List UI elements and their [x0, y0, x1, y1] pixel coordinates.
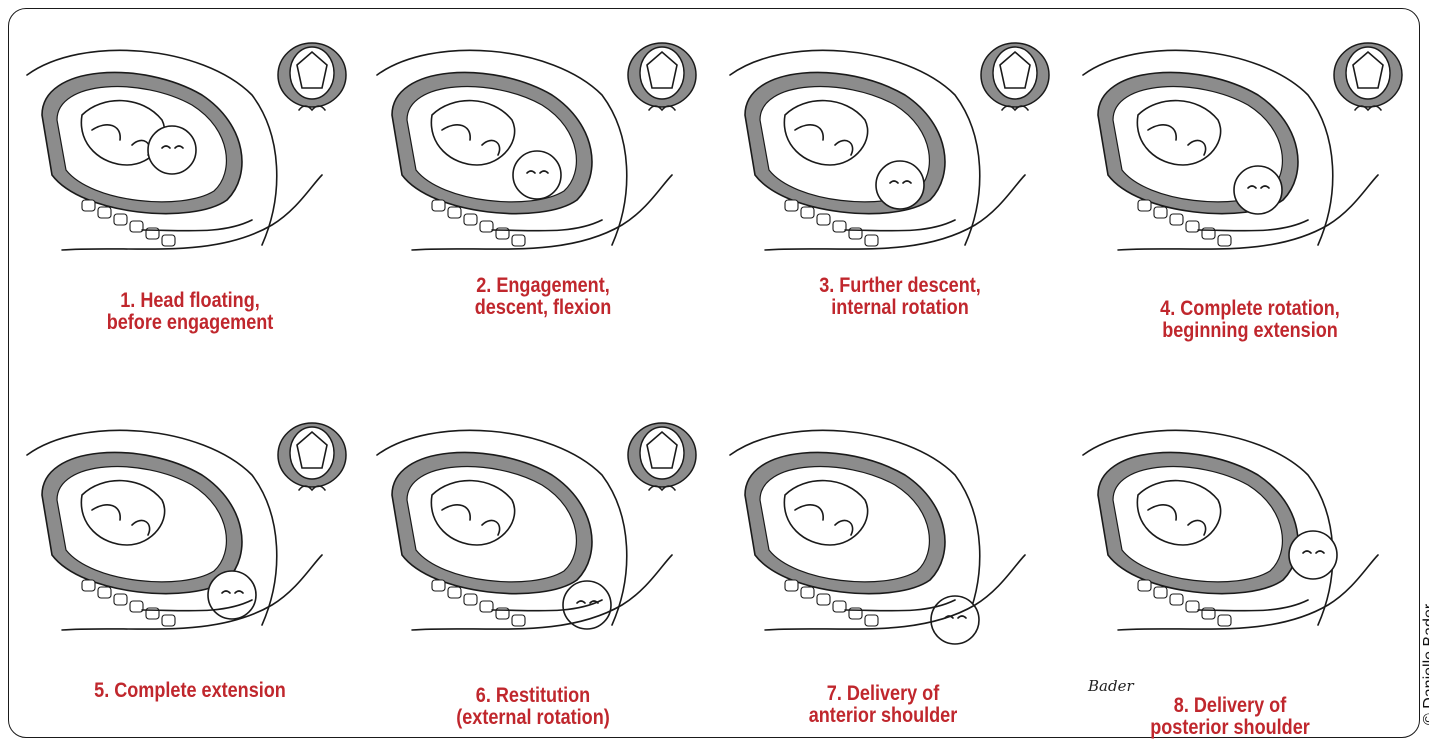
- stage-4-drawing: [1083, 43, 1402, 250]
- fetal-head: [1234, 166, 1282, 214]
- vertebra: [1170, 214, 1183, 225]
- stage-3-drawing: [730, 43, 1049, 250]
- pelvic-inlet-inset: [628, 43, 696, 110]
- fetal-head: [876, 161, 924, 209]
- vertebra: [464, 594, 477, 605]
- stage-2-drawing: [377, 43, 696, 250]
- stage-3-panel: [725, 25, 1075, 375]
- stage-7-drawing: [730, 430, 1025, 644]
- vertebra: [98, 207, 111, 218]
- vertebra: [480, 221, 493, 232]
- vertebra: [114, 214, 127, 225]
- vertebra: [801, 207, 814, 218]
- vertebra: [448, 207, 461, 218]
- stage-2-illustration: [372, 25, 712, 275]
- vertebra: [1218, 235, 1231, 246]
- vertebra: [130, 221, 143, 232]
- stage-8-illustration: [1078, 405, 1418, 665]
- stage-4-illustration: [1078, 25, 1418, 275]
- fetal-head: [513, 151, 561, 199]
- pelvic-inlet-inset: [628, 423, 696, 490]
- stage-3-illustration: [725, 25, 1065, 275]
- vertebra: [1138, 580, 1151, 591]
- vertebra: [162, 615, 175, 626]
- vertebra: [162, 235, 175, 246]
- vertebra: [1218, 615, 1231, 626]
- stage-1-caption: 1. Head floating, before engagement: [61, 290, 319, 334]
- fetal-skull-top: [640, 427, 684, 479]
- stage-3-caption: 3. Further descent, internal rotation: [771, 275, 1029, 319]
- vertebra: [1170, 594, 1183, 605]
- fetal-head: [1289, 531, 1337, 579]
- vertebra: [512, 615, 525, 626]
- vertebra: [785, 580, 798, 591]
- stage-6-caption: 6. Restitution (external rotation): [404, 685, 662, 729]
- stage-5-illustration: [22, 405, 362, 655]
- pelvic-inlet-inset: [278, 423, 346, 490]
- vertebra: [82, 580, 95, 591]
- vertebra: [801, 587, 814, 598]
- vertebra: [130, 601, 143, 612]
- vertebra: [865, 235, 878, 246]
- vertebra: [464, 214, 477, 225]
- vertebra: [785, 200, 798, 211]
- pelvic-inlet-inset: [278, 43, 346, 110]
- fetal-skull-top: [1346, 47, 1390, 99]
- stage-7-illustration: [725, 405, 1065, 665]
- stage-6-drawing: [377, 423, 696, 630]
- fetal-skull-top: [640, 47, 684, 99]
- vertebra: [1186, 221, 1199, 232]
- stage-5-caption: 5. Complete extension: [61, 680, 319, 702]
- vertebra: [82, 200, 95, 211]
- vertebra: [833, 601, 846, 612]
- vertebra: [98, 587, 111, 598]
- pelvic-inlet-inset: [981, 43, 1049, 110]
- fetal-head: [208, 571, 256, 619]
- fetal-skull-top: [290, 427, 334, 479]
- copyright-credit: © Danielle Bader: [1421, 575, 1429, 725]
- vertebra: [432, 200, 445, 211]
- stage-7-caption: 7. Delivery of anterior shoulder: [754, 683, 1012, 727]
- stage-5-drawing: [27, 423, 346, 630]
- stage-8-caption: 8. Delivery of posterior shoulder: [1101, 695, 1359, 739]
- stage-1-drawing: [27, 43, 346, 250]
- stage-2-caption: 2. Engagement, descent, flexion: [414, 275, 672, 319]
- fetal-skull-top: [290, 47, 334, 99]
- vertebra: [1154, 587, 1167, 598]
- vertebra: [1186, 601, 1199, 612]
- vertebra: [1138, 200, 1151, 211]
- vertebra: [1154, 207, 1167, 218]
- vertebra: [833, 221, 846, 232]
- pelvic-inlet-inset: [1334, 43, 1402, 110]
- vertebra: [432, 580, 445, 591]
- stage-8-drawing: [1083, 430, 1378, 630]
- vertebra: [480, 601, 493, 612]
- stage-1-illustration: [22, 25, 362, 275]
- stage-6-illustration: [372, 405, 712, 655]
- vertebra: [817, 594, 830, 605]
- stage-4-caption: 4. Complete rotation, beginning extensio…: [1121, 298, 1379, 342]
- stage-2-panel: [372, 25, 722, 375]
- vertebra: [817, 214, 830, 225]
- vertebra: [512, 235, 525, 246]
- vertebra: [865, 615, 878, 626]
- fetal-skull-top: [993, 47, 1037, 99]
- stage-5-panel: [22, 405, 372, 755]
- artist-signature: Bader: [1088, 677, 1134, 695]
- vertebra: [114, 594, 127, 605]
- fetal-head: [148, 126, 196, 174]
- vertebra: [448, 587, 461, 598]
